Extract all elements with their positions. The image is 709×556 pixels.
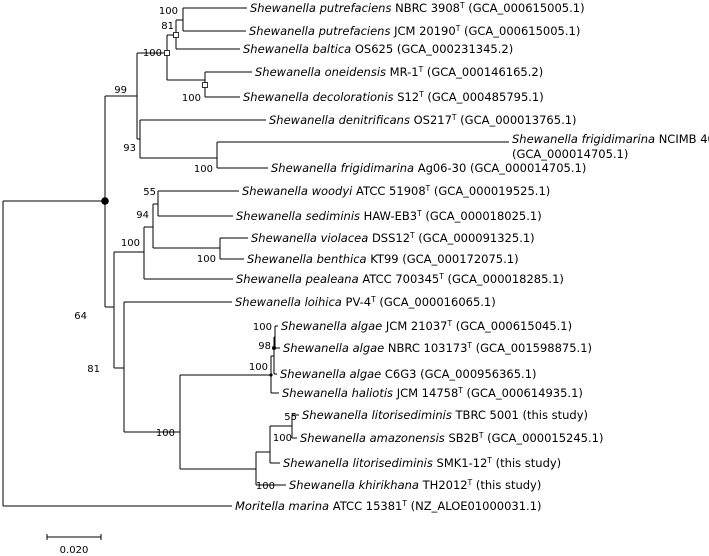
bootstrap-value: 94: [136, 210, 149, 221]
taxon-label: Shewanella frigidimarina Ag06-30 (GCA_00…: [271, 161, 586, 175]
bootstrap-value: 100: [273, 433, 292, 444]
bootstrap-value: 100: [249, 362, 268, 373]
bootstrap-value: 100: [256, 481, 275, 492]
bootstrap-value: 100: [182, 93, 201, 104]
taxon-label: Shewanella litorisediminis TBRC 5001 (th…: [302, 408, 588, 422]
node-marker: [101, 197, 109, 205]
taxon-label: Shewanella sediminis HAW-EB3T (GCA_00001…: [236, 209, 542, 223]
bootstrap-value: 100: [121, 238, 140, 249]
node-marker: [173, 32, 179, 38]
taxon-label: Moritella marina ATCC 15381T (NZ_ALOE010…: [235, 499, 542, 513]
bootstrap-values: 100 81 100 100 99 93 100 55 94 100 100 6…: [74, 6, 297, 492]
bootstrap-value: 64: [74, 311, 87, 322]
taxon-label: Shewanella woodyi ATCC 51908T (GCA_00001…: [242, 184, 550, 198]
scale-bar: 0.020: [46, 534, 102, 556]
bootstrap-value: 100: [143, 48, 162, 59]
node-marker: [269, 373, 273, 377]
taxon-label: Shewanella pealeana ATCC 700345T (GCA_00…: [236, 272, 564, 286]
bootstrap-value: 100: [197, 254, 216, 265]
bootstrap-value: 98: [258, 341, 271, 352]
taxon-label: Shewanella litorisediminis SMK1-12T (thi…: [283, 456, 561, 470]
bootstrap-value: 55: [284, 412, 297, 423]
taxon-label: Shewanella algae JCM 21037T (GCA_0006150…: [281, 319, 572, 333]
node-marker: [164, 50, 170, 56]
bootstrap-value: 55: [143, 187, 156, 198]
taxon-label: Shewanella putrefaciens JCM 20190T (GCA_…: [249, 24, 580, 38]
bootstrap-value: 99: [114, 85, 127, 96]
node-marker: [202, 82, 208, 88]
taxon-label-continuation: (GCA_000014705.1): [512, 147, 628, 161]
bootstrap-value: 81: [161, 21, 174, 32]
bootstrap-value: 100: [156, 428, 175, 439]
taxon-label: Shewanella benthica KT99 (GCA_000172075.…: [247, 252, 519, 266]
taxon-label: Shewanella algae C6G3 (GCA_000956365.1): [280, 367, 537, 381]
node-markers: [101, 32, 276, 377]
taxon-label: Shewanella algae NBRC 103173T (GCA_00159…: [283, 341, 592, 355]
taxon-label: Shewanella amazonensis SB2BT (GCA_000015…: [300, 431, 603, 445]
bootstrap-value: 100: [159, 6, 178, 17]
bootstrap-value: 81: [87, 364, 100, 375]
taxon-label: Shewanella baltica OS625 (GCA_000231345.…: [243, 42, 513, 56]
taxon-labels: Shewanella putrefaciens NBRC 3908T (GCA_…: [235, 1, 709, 513]
taxon-label: Shewanella violacea DSS12T (GCA_00009132…: [251, 231, 535, 245]
taxon-label: Shewanella decolorationis S12T (GCA_0004…: [243, 90, 544, 104]
taxon-label: Shewanella oneidensis MR-1T (GCA_0001461…: [255, 65, 543, 79]
node-marker: [272, 346, 276, 350]
taxon-label: Shewanella haliotis JCM 14758T (GCA_0006…: [282, 386, 583, 400]
bootstrap-value: 100: [194, 164, 213, 175]
scale-bar-label: 0.020: [60, 545, 89, 556]
taxon-label: Shewanella denitrificans OS217T (GCA_000…: [269, 113, 577, 127]
taxon-label: Shewanella khirikhana TH2012T (this stud…: [289, 478, 541, 492]
bootstrap-value: 93: [123, 143, 136, 154]
taxon-label: Shewanella putrefaciens NBRC 3908T (GCA_…: [250, 1, 585, 15]
taxon-label: Shewanella frigidimarina NCIMB 400: [512, 132, 709, 146]
taxon-label: Shewanella loihica PV-4T (GCA_000016065.…: [235, 295, 496, 309]
bootstrap-value: 100: [253, 322, 272, 333]
